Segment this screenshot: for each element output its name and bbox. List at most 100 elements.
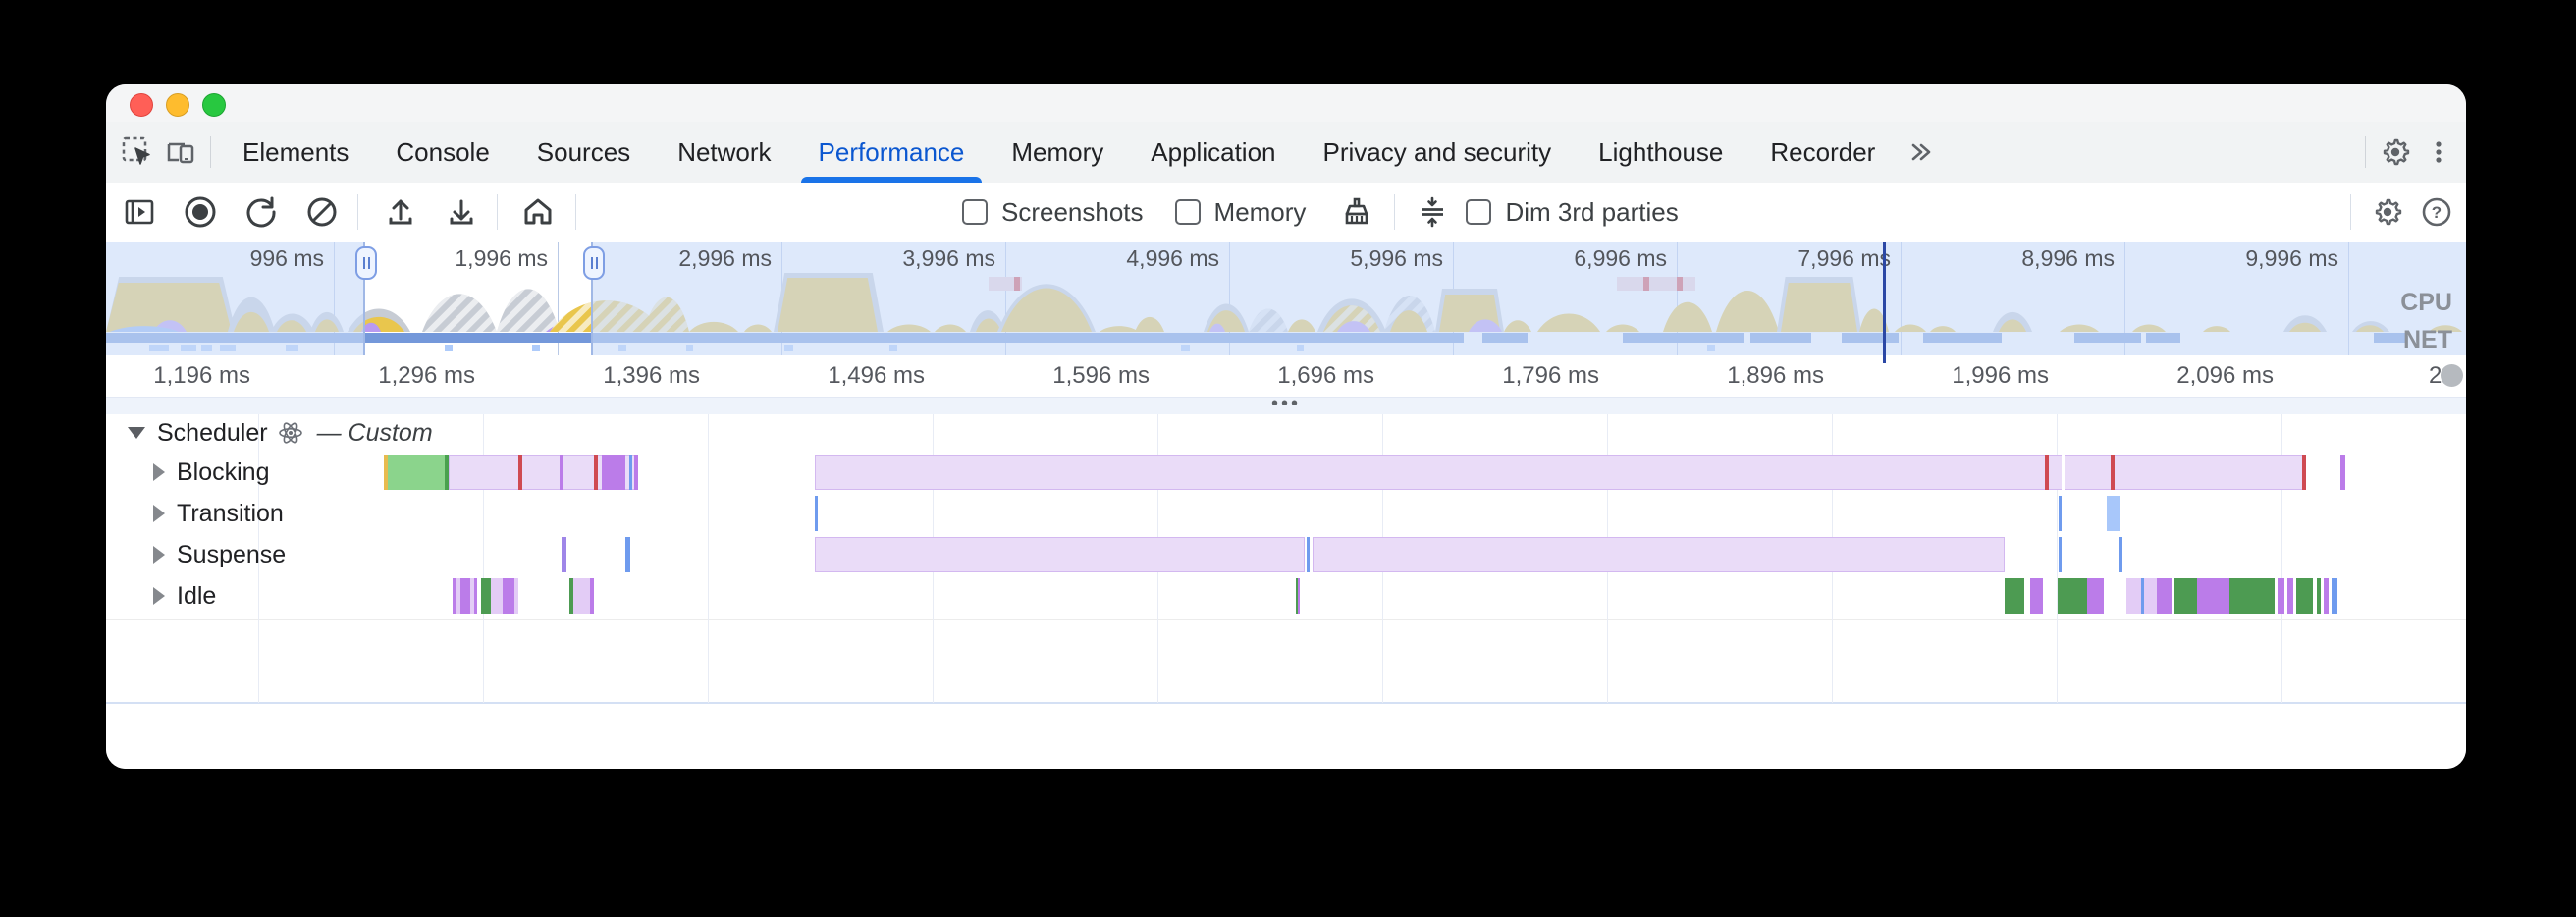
- track-bar[interactable]: [2119, 537, 2122, 572]
- record-icon[interactable]: [177, 189, 224, 236]
- reload-record-icon[interactable]: [238, 189, 285, 236]
- track-bar[interactable]: [1296, 578, 1298, 614]
- track-bar[interactable]: [573, 578, 590, 614]
- track-bar-mark[interactable]: [602, 455, 625, 490]
- track-bar[interactable]: [2087, 578, 2104, 614]
- close-window-button[interactable]: [130, 93, 153, 117]
- track-bar-mark[interactable]: [2062, 455, 2065, 490]
- track-bar[interactable]: [2005, 578, 2024, 614]
- collect-garbage-icon[interactable]: [1337, 192, 1376, 232]
- tab-network[interactable]: Network: [677, 136, 772, 167]
- help-icon[interactable]: ?: [2413, 189, 2460, 236]
- track-bar[interactable]: [384, 455, 388, 490]
- tab-sources[interactable]: Sources: [536, 136, 631, 167]
- track-bar[interactable]: [2229, 578, 2275, 614]
- track-bar[interactable]: [2141, 578, 2144, 614]
- track-bar-mark[interactable]: [518, 455, 522, 490]
- track-bar[interactable]: [815, 537, 1305, 572]
- expand-triangle-icon[interactable]: [153, 546, 165, 564]
- track-bar[interactable]: [491, 578, 503, 614]
- home-icon[interactable]: [514, 189, 562, 236]
- tab-recorder[interactable]: Recorder: [1770, 136, 1876, 167]
- zoom-window-button[interactable]: [202, 93, 226, 117]
- track-bar-mark[interactable]: [2111, 455, 2115, 490]
- track-bar[interactable]: [474, 578, 477, 614]
- expand-triangle-icon[interactable]: [153, 587, 165, 605]
- track-bar[interactable]: [2174, 578, 2197, 614]
- track-bar[interactable]: [470, 578, 474, 614]
- track-header-scheduler[interactable]: Scheduler — Custom: [106, 414, 433, 452]
- tab-application[interactable]: Application: [1151, 136, 1276, 167]
- collapse-rows-icon[interactable]: [1413, 192, 1452, 232]
- track-bar[interactable]: [815, 455, 2306, 490]
- track-bar[interactable]: [569, 578, 573, 614]
- track-bar-mark[interactable]: [2045, 455, 2049, 490]
- track-bar[interactable]: [2287, 578, 2293, 614]
- track-row-idle[interactable]: Idle: [106, 575, 2466, 617]
- track-bar-mark[interactable]: [594, 455, 598, 490]
- tab-performance[interactable]: Performance: [795, 122, 989, 183]
- track-bar[interactable]: [460, 578, 470, 614]
- track-bar[interactable]: [388, 455, 445, 490]
- track-bar[interactable]: [514, 578, 518, 614]
- tab-elements[interactable]: Elements: [242, 136, 349, 167]
- track-bar[interactable]: [2058, 578, 2087, 614]
- track-bar[interactable]: [562, 537, 566, 572]
- track-bar[interactable]: [2296, 578, 2313, 614]
- tab-memory[interactable]: Memory: [1011, 136, 1104, 167]
- minimize-window-button[interactable]: [166, 93, 189, 117]
- track-row-suspense[interactable]: Suspense: [106, 534, 2466, 575]
- track-bar-mark[interactable]: [2302, 455, 2306, 490]
- track-bar[interactable]: [2278, 578, 2284, 614]
- selection-handle-right[interactable]: [583, 246, 605, 280]
- track-bar[interactable]: [625, 537, 630, 572]
- memory-checkbox[interactable]: [1174, 199, 1201, 225]
- toggle-sidebar-icon[interactable]: [116, 189, 163, 236]
- track-bar[interactable]: [590, 578, 594, 614]
- more-tabs-icon[interactable]: [1899, 131, 1942, 174]
- track-row-transition[interactable]: Transition: [106, 493, 2466, 534]
- track-config-handle[interactable]: •••: [1270, 393, 1301, 414]
- overview-playhead[interactable]: [1883, 242, 1886, 363]
- clear-icon[interactable]: [298, 189, 346, 236]
- track-bar[interactable]: [2340, 455, 2345, 490]
- track-bar[interactable]: [1298, 578, 1300, 614]
- track-bar[interactable]: [2317, 578, 2321, 614]
- row-label-transition[interactable]: Transition: [106, 493, 284, 534]
- row-label-blocking[interactable]: Blocking: [106, 452, 270, 493]
- track-bar[interactable]: [2030, 578, 2043, 614]
- track-bar[interactable]: [1313, 537, 2005, 572]
- track-bar[interactable]: [2157, 578, 2172, 614]
- dim-3rd-parties-checkbox[interactable]: [1466, 199, 1492, 225]
- scrollbar-thumb[interactable]: [2441, 364, 2463, 387]
- track-bar-mark[interactable]: [634, 455, 638, 490]
- track-bar[interactable]: [2332, 578, 2337, 614]
- track-bar[interactable]: [2144, 578, 2157, 614]
- screenshots-checkbox[interactable]: [962, 199, 988, 225]
- track-row-blocking[interactable]: Blocking: [106, 452, 2466, 493]
- tab-privacy-and-security[interactable]: Privacy and security: [1322, 136, 1552, 167]
- track-bar[interactable]: [2126, 578, 2141, 614]
- expand-triangle-icon[interactable]: [153, 463, 165, 481]
- settings-gear-icon[interactable]: [2374, 131, 2417, 174]
- track-bar-mark[interactable]: [629, 455, 632, 490]
- track-bar[interactable]: [481, 578, 491, 614]
- selection-handle-left[interactable]: [355, 246, 377, 280]
- expand-triangle-icon[interactable]: [153, 505, 165, 522]
- inspect-element-icon[interactable]: [116, 131, 159, 174]
- row-label-idle[interactable]: Idle: [106, 575, 216, 617]
- tab-lighthouse[interactable]: Lighthouse: [1598, 136, 1724, 167]
- track-bar[interactable]: [503, 578, 514, 614]
- track-bar[interactable]: [445, 455, 449, 490]
- track-config-strip[interactable]: •••: [106, 393, 2466, 416]
- tab-console[interactable]: Console: [396, 136, 490, 167]
- track-bar[interactable]: [1307, 537, 1310, 572]
- track-bar[interactable]: [2324, 578, 2329, 614]
- collapse-triangle-icon[interactable]: [128, 427, 145, 439]
- upload-profile-icon[interactable]: [377, 189, 424, 236]
- track-bar[interactable]: [453, 578, 456, 614]
- download-profile-icon[interactable]: [438, 189, 485, 236]
- track-bar[interactable]: [2197, 578, 2229, 614]
